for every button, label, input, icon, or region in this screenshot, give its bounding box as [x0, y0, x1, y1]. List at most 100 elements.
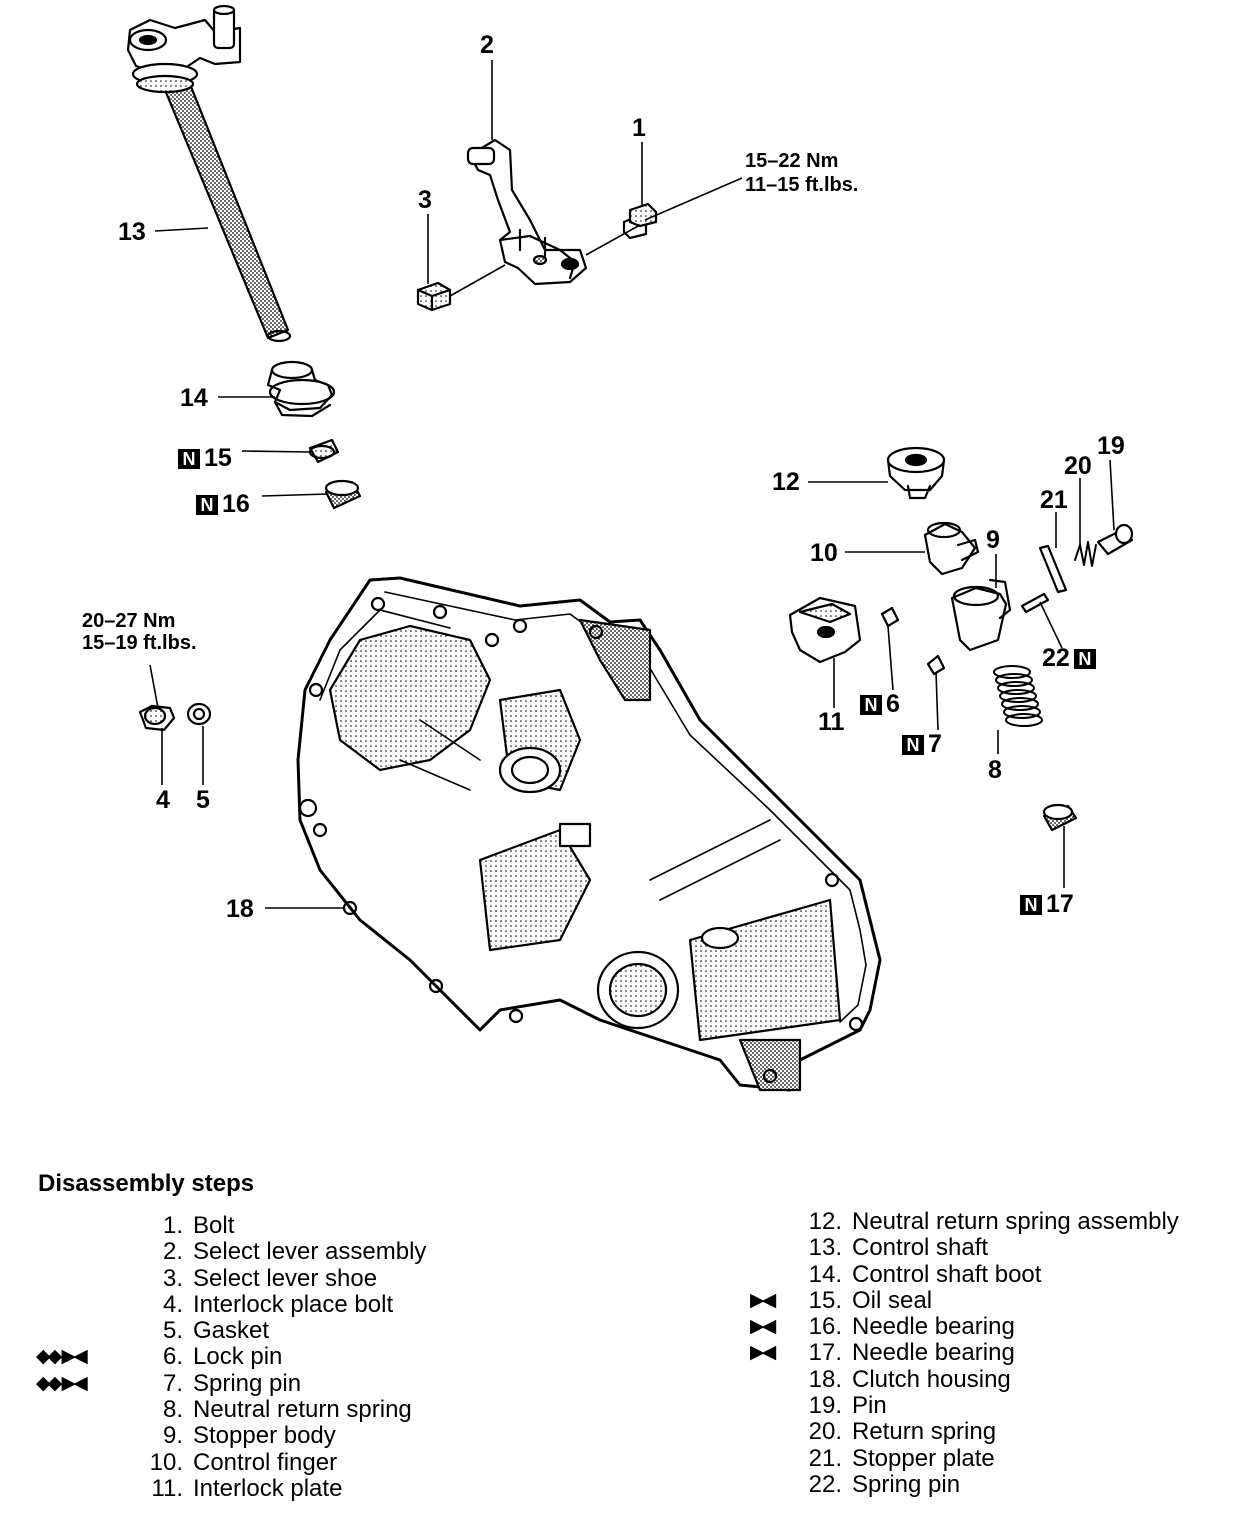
callout-3: 3 [418, 186, 432, 214]
step-label: Return spring [852, 1418, 997, 1446]
step-item: 2.Select lever assembly [0, 1238, 620, 1266]
step-number: 5. [162, 1317, 183, 1345]
step-number: 15. [808, 1286, 842, 1314]
callout-18: 18 [226, 895, 254, 923]
step-item: 12. Neutral return spring assembly [700, 1208, 1240, 1235]
step-number: 21. [808, 1444, 842, 1472]
new-part-badge: N [1020, 895, 1042, 916]
step-label: Interlock place bolt [193, 1290, 394, 1318]
step-item: 18.Clutch housing [700, 1365, 1240, 1393]
neutral-return-spring-assembly-part [886, 446, 946, 500]
callout-6: 6 [886, 690, 900, 718]
step-item: ◆◆ ▶◀ 7. Spring pin [0, 1369, 620, 1397]
step-label: Lock pin [193, 1343, 283, 1371]
interlock-plate-part [788, 596, 862, 664]
callout-4: 4 [156, 786, 170, 814]
step-number: 13. [808, 1234, 842, 1262]
gasket-part [186, 702, 212, 726]
control-shaft-boot-part [266, 360, 336, 418]
step-item: 10.Control finger [0, 1448, 620, 1476]
service-marks: ◆◆ ▶◀ [36, 1372, 88, 1394]
stopper-body-part [950, 578, 1012, 652]
neutral-return-spring-part [993, 665, 1043, 727]
step-item: 21.Stopper plate [700, 1444, 1240, 1472]
new-part-badge: N [196, 495, 218, 516]
step-number: 17. [808, 1339, 842, 1367]
step-number: 22. [808, 1470, 842, 1498]
step-item: 5. Gasket [0, 1317, 620, 1345]
step-item: 3. Select lever shoe [0, 1264, 620, 1292]
select-lever-shoe-part [416, 281, 452, 312]
step-label: Spring pin [193, 1369, 302, 1397]
callout-22: 22 [1042, 644, 1070, 672]
step-label: Gasket [193, 1317, 270, 1345]
step-label: Control shaft [852, 1234, 989, 1262]
step-number: 12. [808, 1208, 842, 1235]
callout-17: 17 [1046, 890, 1074, 918]
callout-5: 5 [196, 786, 210, 814]
step-item: 19.Pin [700, 1392, 1240, 1419]
torque-bolt1-ftlbs: 11–15 ft.lbs. [745, 174, 859, 196]
needle-bearing-16-part [324, 479, 362, 510]
step-item: 20.Return spring [700, 1418, 1240, 1446]
stopper-plate-part [1038, 544, 1068, 594]
step-item: ◆◆ ▶◀6.Lock pin [0, 1343, 620, 1371]
step-number: 4. [162, 1290, 183, 1318]
step-label: Needle bearing [852, 1339, 1015, 1367]
spring-pin-22-part [1020, 592, 1050, 614]
callout-1: 1 [632, 114, 646, 142]
step-label: Neutral return spring [193, 1396, 412, 1424]
callout-15: 15 [204, 444, 232, 472]
select-lever-assembly-part [466, 138, 588, 286]
step-item: 14.Control shaft boot [700, 1260, 1240, 1288]
step-number: 18. [808, 1365, 842, 1393]
callout-8: 8 [988, 756, 1002, 784]
step-number: 9. [162, 1422, 183, 1450]
interlock-place-bolt-part [138, 704, 176, 732]
step-label: Needle bearing [852, 1313, 1015, 1341]
new-part-badge: N [178, 449, 200, 470]
step-label: Bolt [193, 1212, 235, 1239]
callout-2: 2 [480, 31, 494, 59]
step-number: 11. [151, 1474, 183, 1502]
return-spring-part [1074, 541, 1097, 567]
pin-19-part [1096, 523, 1134, 556]
lock-pin-part [880, 606, 900, 628]
callout-14: 14 [180, 384, 208, 412]
step-label: Control finger [193, 1448, 338, 1476]
step-item: 11. Interlock plate [0, 1474, 620, 1502]
torque-bolt4-ftlbs: 15–19 ft.lbs. [82, 632, 197, 654]
step-item: ▶◀16.Needle bearing [700, 1313, 1240, 1341]
step-item: 13. Control shaft [700, 1234, 1240, 1262]
service-marks: ▶◀ [750, 1289, 776, 1311]
torque-bolt1-nm: 15–22 Nm [745, 150, 839, 172]
new-part-badge: N [1073, 649, 1096, 670]
step-number: 16. [808, 1313, 842, 1341]
step-label: Neutral return spring assembly [852, 1208, 1179, 1235]
callout-19: 19 [1097, 432, 1125, 460]
step-number: 7. [162, 1369, 183, 1397]
step-number: 6. [162, 1343, 183, 1371]
step-label: Select lever shoe [193, 1264, 378, 1292]
new-part-badge: N [902, 735, 924, 756]
step-item: ▶◀ 17. Needle bearing [700, 1339, 1240, 1367]
step-number: 3. [162, 1264, 183, 1292]
leader-lines [149, 60, 1115, 909]
step-label: Control shaft boot [852, 1260, 1042, 1288]
service-marks: ▶◀ [750, 1342, 776, 1364]
step-number: 2. [162, 1238, 183, 1266]
step-label: Oil seal [852, 1286, 933, 1314]
callout-16: 16 [222, 490, 250, 518]
step-item: 9.Stopper body [0, 1422, 620, 1450]
step-label: Spring pin [852, 1470, 961, 1498]
step-label: Interlock plate [193, 1474, 343, 1502]
spring-pin-7-part [926, 654, 946, 676]
callout-12: 12 [772, 468, 800, 496]
callout-10: 10 [810, 539, 838, 567]
steps-title: Disassembly steps [38, 1170, 255, 1197]
